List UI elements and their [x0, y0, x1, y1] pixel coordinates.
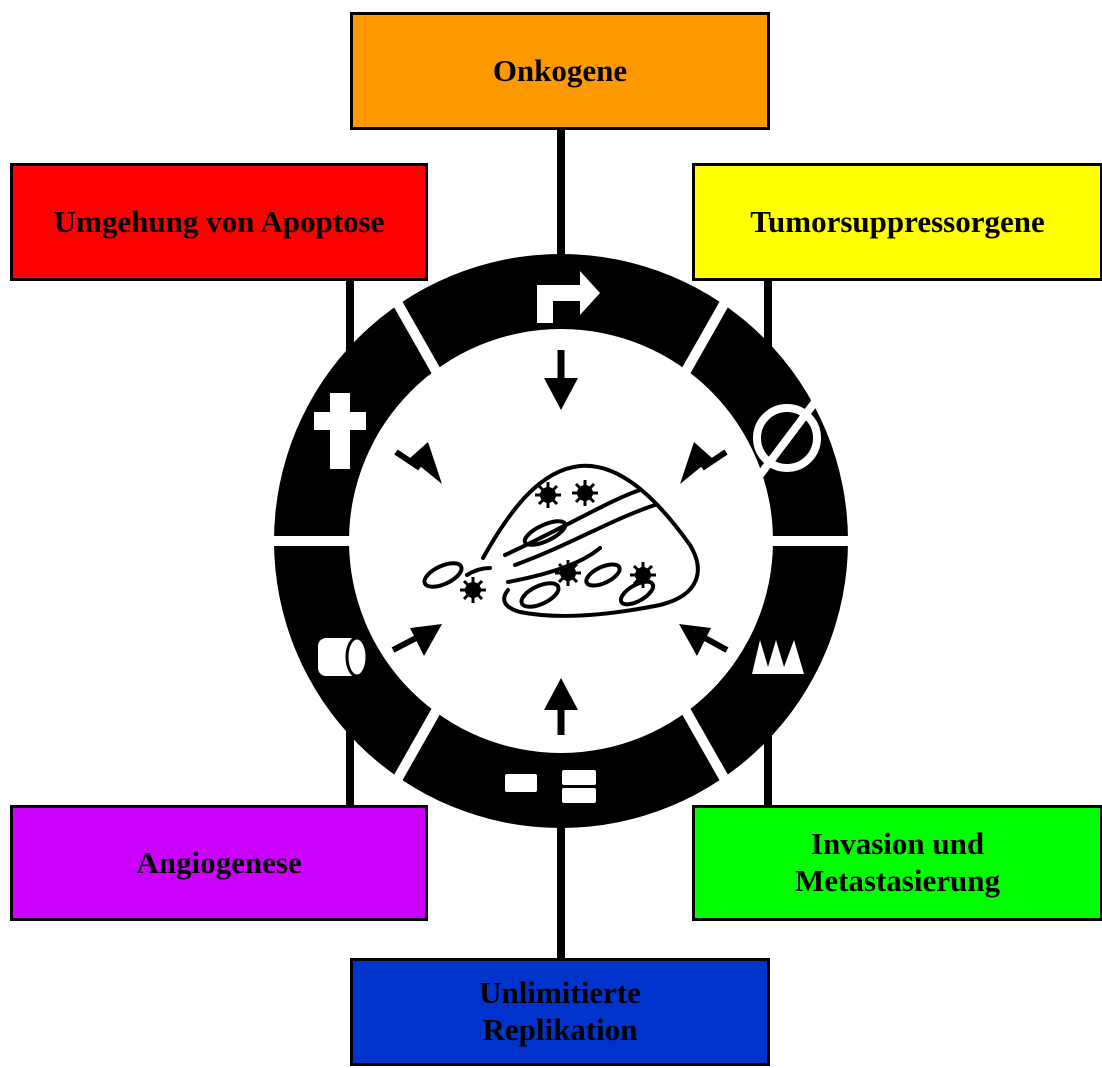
- label-angiogenese: Angiogenese: [136, 845, 301, 882]
- box-angiogenese: Angiogenese: [10, 805, 428, 921]
- label-invasion-und-metastasierung: Invasion und Metastasierung: [795, 826, 1000, 899]
- label-unlimitierte-replikation: Unlimitierte Replikation: [479, 975, 641, 1048]
- box-onkogene: Onkogene: [350, 12, 770, 130]
- label-onkogene: Onkogene: [493, 53, 627, 90]
- box-unlimitierte-replikation: Unlimitierte Replikation: [350, 958, 770, 1066]
- label-umgehung-von-apoptose: Umgehung von Apoptose: [54, 204, 385, 241]
- box-umgehung-von-apoptose: Umgehung von Apoptose: [10, 163, 428, 281]
- cylinder-icon: [318, 638, 367, 676]
- box-tumorsuppressorgene: Tumorsuppressorgene: [692, 163, 1102, 281]
- label-tumorsuppressorgene: Tumorsuppressorgene: [750, 204, 1045, 241]
- box-invasion-und-metastasierung: Invasion und Metastasierung: [692, 805, 1102, 921]
